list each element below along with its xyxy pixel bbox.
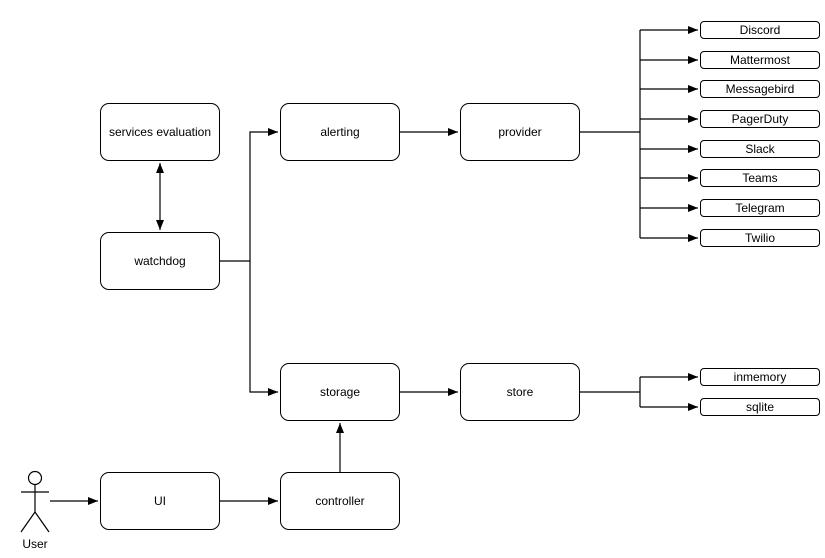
node-mattermost: Mattermost <box>700 51 820 69</box>
node-provider: provider <box>460 103 580 161</box>
node-sqlite: sqlite <box>700 398 820 416</box>
node-services-evaluation: services evaluation <box>100 103 220 161</box>
user-actor-icon <box>20 470 50 533</box>
node-watchdog: watchdog <box>100 232 220 290</box>
node-store: store <box>460 363 580 421</box>
node-pagerduty: PagerDuty <box>700 110 820 128</box>
node-ui: UI <box>100 472 220 530</box>
node-slack: Slack <box>700 140 820 158</box>
node-alerting: alerting <box>280 103 400 161</box>
edge-watchdog-alerting <box>249 128 278 261</box>
node-messagebird: Messagebird <box>700 80 820 98</box>
node-twilio: Twilio <box>700 229 820 247</box>
node-inmemory: inmemory <box>700 368 820 386</box>
node-controller: controller <box>280 472 400 530</box>
node-teams: Teams <box>700 169 820 187</box>
user-actor-label: User <box>22 537 48 551</box>
node-discord: Discord <box>700 21 820 39</box>
edge-watchdog-storage <box>249 261 278 396</box>
node-storage: storage <box>280 363 400 421</box>
node-telegram: Telegram <box>700 199 820 217</box>
